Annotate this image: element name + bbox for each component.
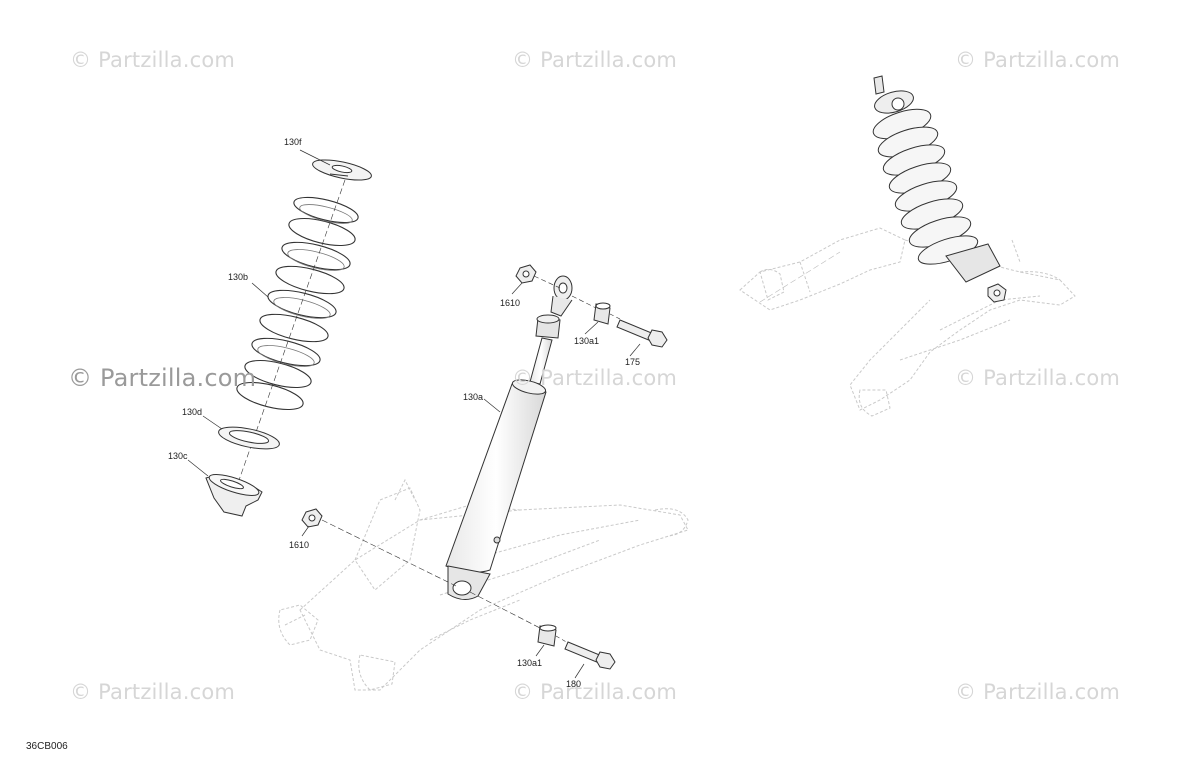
callout-130a1-lower[interactable]: 130a1 xyxy=(517,658,543,668)
callout-130b[interactable]: 130b xyxy=(228,272,249,282)
callout-175[interactable]: 175 xyxy=(625,357,641,367)
callout-1610-upper[interactable]: 1610 xyxy=(500,298,521,308)
center-axis xyxy=(571,295,597,309)
leader-line xyxy=(629,343,641,357)
bushing-upper xyxy=(593,302,611,325)
spring-cup xyxy=(205,474,263,517)
leader-line xyxy=(202,415,223,430)
watermark: © Partzilla.com xyxy=(512,680,678,704)
watermark: © Partzilla.com xyxy=(955,48,1121,72)
leader-line xyxy=(187,459,209,477)
shock-absorber xyxy=(445,275,573,600)
leader-line xyxy=(511,282,523,295)
leader-line xyxy=(299,149,331,166)
center-axis xyxy=(469,591,541,629)
nut-lower xyxy=(301,508,323,528)
watermark: © Partzilla.com xyxy=(68,364,257,392)
center-axis xyxy=(321,519,457,587)
callout-130a[interactable]: 130a xyxy=(463,392,484,402)
leader-line xyxy=(584,321,599,335)
figure-code: 36CB006 xyxy=(26,741,68,752)
watermark: © Partzilla.com xyxy=(955,680,1121,704)
center-axis xyxy=(609,313,623,321)
leader-line xyxy=(301,525,310,537)
callout-130d[interactable]: 130d xyxy=(182,407,203,417)
assembled-shock xyxy=(872,75,1007,303)
spring-seat xyxy=(218,426,280,450)
leader-line xyxy=(251,282,269,298)
callout-130c[interactable]: 130c xyxy=(168,451,188,461)
callout-130f[interactable]: 130f xyxy=(284,137,302,147)
leader-line xyxy=(535,644,545,657)
watermark: © Partzilla.com xyxy=(70,680,236,704)
assembled-frame xyxy=(739,227,1076,417)
center-axis xyxy=(555,635,569,644)
leader-line xyxy=(574,663,585,679)
watermark: © Partzilla.com xyxy=(70,48,236,72)
bolt-lower xyxy=(564,641,616,670)
center-axis xyxy=(533,275,561,289)
bolt-upper xyxy=(616,319,668,348)
watermark: © Partzilla.com xyxy=(955,366,1121,390)
watermark: © Partzilla.com xyxy=(512,366,678,390)
nut-upper xyxy=(515,264,537,284)
center-axis xyxy=(231,179,346,501)
leader-line xyxy=(483,398,501,413)
spring-retainer xyxy=(312,159,372,181)
callout-130a1-upper[interactable]: 130a1 xyxy=(574,336,600,346)
center-axis xyxy=(759,251,841,303)
callout-180[interactable]: 180 xyxy=(566,679,582,689)
callout-1610-lower[interactable]: 1610 xyxy=(289,540,310,550)
watermark: © Partzilla.com xyxy=(512,48,678,72)
bushing-lower xyxy=(537,624,557,647)
